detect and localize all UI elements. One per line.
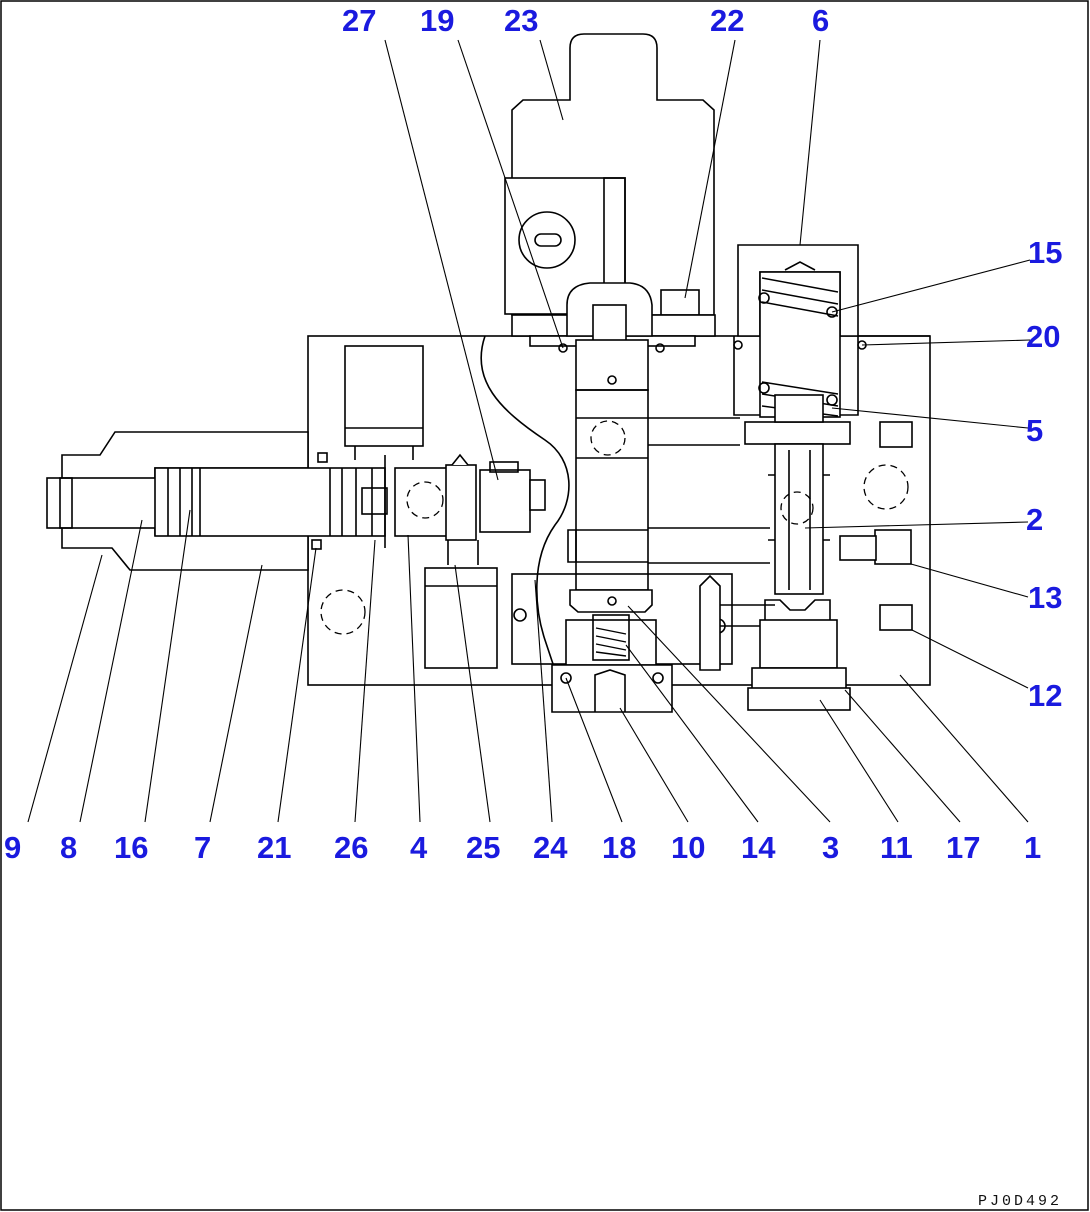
label-22: 22: [710, 3, 744, 38]
label-16: 16: [114, 830, 148, 865]
label-6: 6: [812, 3, 829, 38]
label-7: 7: [194, 830, 211, 865]
label-15: 15: [1028, 235, 1062, 270]
label-13: 13: [1028, 580, 1062, 615]
label-4: 4: [410, 830, 428, 865]
leader-lines: [27, 39, 1031, 823]
label-11: 11: [880, 830, 913, 865]
label-19: 19: [420, 3, 454, 38]
label-27: 27: [342, 3, 376, 38]
relief-valve: [699, 244, 913, 711]
label-25: 25: [466, 830, 500, 865]
label-26: 26: [334, 830, 368, 865]
label-18: 18: [602, 830, 636, 865]
label-9: 9: [4, 830, 21, 865]
label-5: 5: [1026, 413, 1043, 448]
label-20: 20: [1026, 319, 1060, 354]
label-24: 24: [533, 830, 568, 865]
label-14: 14: [741, 830, 776, 865]
label-1: 1: [1024, 830, 1041, 865]
left-cartridge: [46, 431, 388, 571]
upper-left-port: [344, 345, 424, 460]
center-spool: [551, 339, 770, 713]
solenoid: [504, 33, 716, 353]
label-17: 17: [946, 830, 980, 865]
part-labels: 27 19 23 22 6 15 20 5 2 13 12 9 8 16 7 2…: [4, 3, 1062, 865]
label-8: 8: [60, 830, 77, 865]
lower-left-port: [424, 567, 498, 669]
drawing-code: PJ0D492: [978, 1193, 1062, 1210]
plug-assembly: [394, 453, 546, 565]
label-12: 12: [1028, 678, 1062, 713]
label-21: 21: [257, 830, 291, 865]
label-23: 23: [504, 3, 538, 38]
label-10: 10: [671, 830, 705, 865]
label-3: 3: [822, 830, 839, 865]
label-2: 2: [1026, 502, 1043, 537]
